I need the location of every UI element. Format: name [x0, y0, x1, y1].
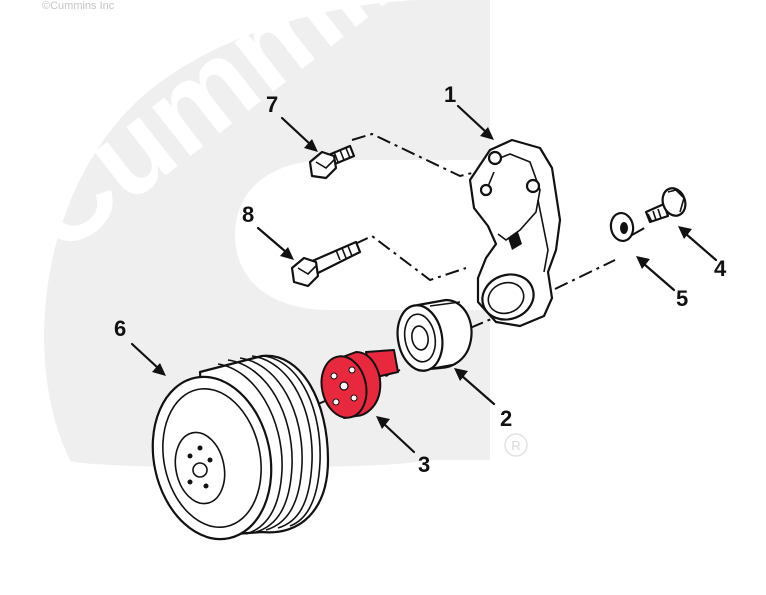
callout-7: 7	[266, 92, 278, 117]
idler-pulley	[396, 298, 473, 372]
pulley-hub-highlighted	[320, 349, 399, 419]
callout-3: 3	[418, 452, 430, 477]
callout-5: 5	[676, 286, 688, 311]
callout-2: 2	[500, 406, 512, 431]
capscrew-7	[308, 144, 356, 180]
capscrew-4	[644, 187, 687, 224]
callout-8: 8	[242, 202, 254, 227]
svg-text:R: R	[511, 438, 520, 453]
callout-6: 6	[114, 316, 126, 341]
capscrew-8	[290, 240, 362, 288]
leader-arrows	[130, 104, 718, 454]
bolt-8-path	[354, 234, 467, 282]
copyright-notice: ©Cummins Inc	[42, 0, 115, 12]
washer-5	[609, 211, 635, 243]
callout-1: 1	[444, 82, 456, 107]
callout-4: 4	[714, 256, 727, 281]
registered-mark: R	[504, 433, 528, 457]
drive-pulley	[151, 354, 330, 541]
idler-bracket	[468, 138, 562, 328]
bolt-7-path	[351, 132, 485, 178]
